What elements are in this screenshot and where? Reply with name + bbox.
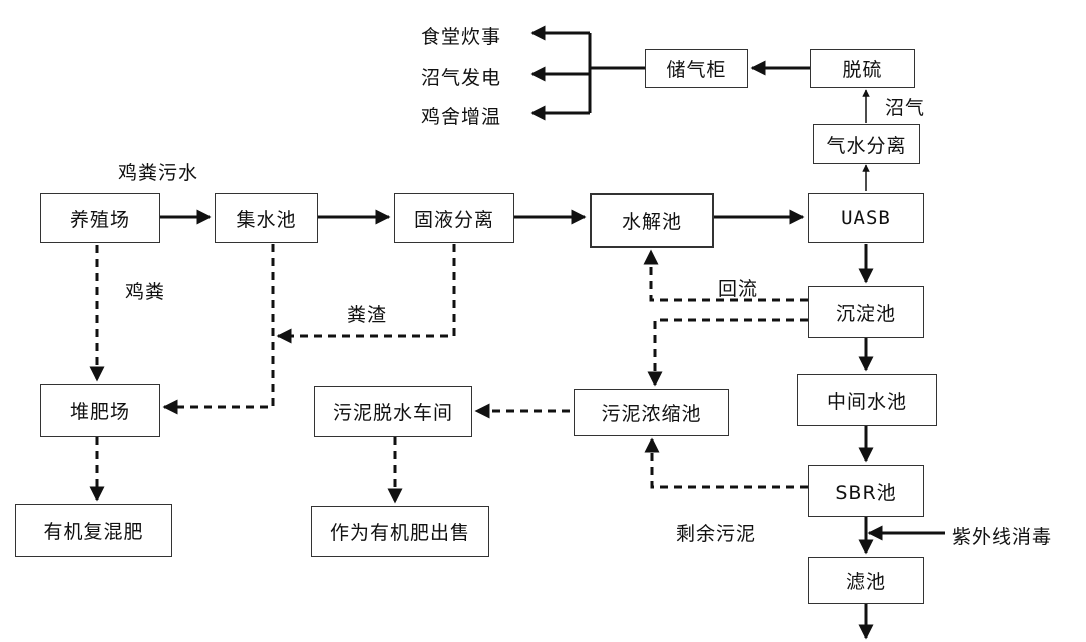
- node-uasb-label: UASB: [841, 207, 891, 229]
- arrow-sbr-excess-sludge: [644, 437, 808, 489]
- use-canteen-cooking: 食堂炊事: [421, 26, 502, 48]
- node-sale-label: 作为有机肥出售: [329, 522, 470, 544]
- arrow-separation-residue: [276, 244, 456, 344]
- node-compost-label: 堆肥场: [69, 401, 130, 423]
- node-hydrolysis-tank: 水解池: [590, 193, 714, 248]
- node-collection-tank-label: 集水池: [236, 208, 297, 231]
- node-desulfurization: 脱硫: [810, 49, 915, 88]
- label-chicken-manure-wastewater: 鸡粪污水: [118, 162, 199, 184]
- node-uasb: UASB: [808, 193, 924, 243]
- node-hydrolysis-label: 水解池: [621, 211, 682, 233]
- node-solid-liquid-separation: 固液分离: [394, 193, 514, 243]
- node-sludge-thickening-tank: 污泥浓缩池: [574, 389, 729, 436]
- label-uv-disinfection: 紫外线消毒: [952, 526, 1053, 548]
- node-compost-yard: 堆肥场: [40, 384, 160, 437]
- label-chicken-manure: 鸡粪: [125, 281, 166, 303]
- node-farm-label: 养殖场: [69, 208, 130, 231]
- node-intermediate-tank: 中间水池: [797, 374, 937, 426]
- arrow-sedimentation-sludge: [647, 318, 808, 387]
- node-farm: 养殖场: [40, 193, 160, 243]
- node-sbr-label: SBR池: [835, 481, 897, 504]
- node-desulfurization-label: 脱硫: [842, 59, 883, 81]
- node-intermediate-label: 中间水池: [826, 390, 907, 413]
- node-organic-compound-fertilizer: 有机复混肥: [15, 504, 172, 557]
- label-biogas: 沼气: [885, 97, 926, 119]
- dashed-flow-arrows: [89, 244, 808, 504]
- node-fertilizer-label: 有机复混肥: [43, 521, 144, 543]
- node-collection-tank: 集水池: [215, 193, 318, 243]
- arrow-collection-to-compost: [162, 244, 275, 415]
- node-sedimentation-tank: 沉淀池: [808, 286, 924, 338]
- node-separation-label: 固液分离: [413, 208, 494, 231]
- node-filter-label: 滤池: [845, 571, 886, 593]
- node-sold-as-organic-fertilizer: 作为有机肥出售: [311, 506, 489, 557]
- node-gaswater-label: 气水分离: [826, 134, 907, 157]
- use-henhouse-heating: 鸡舍增温: [421, 106, 502, 128]
- node-dewatering-label: 污泥脱水车间: [332, 402, 453, 424]
- node-filter-tank: 滤池: [808, 557, 924, 604]
- node-thickening-label: 污泥浓缩池: [601, 403, 702, 425]
- node-gasholder-label: 储气柜: [666, 59, 727, 81]
- solid-flow-arrows: [160, 60, 945, 640]
- node-sedimentation-label: 沉淀池: [835, 302, 896, 325]
- label-excess-sludge: 剩余污泥: [676, 523, 757, 545]
- node-gas-water-separation: 气水分离: [813, 124, 920, 164]
- use-biogas-power: 沼气发电: [421, 67, 502, 89]
- node-gas-holder: 储气柜: [645, 49, 748, 88]
- arrow-reflux: [643, 249, 808, 302]
- label-manure-residue: 粪渣: [347, 304, 388, 326]
- gas-distribution: [530, 25, 645, 121]
- label-reflux: 回流: [718, 278, 759, 300]
- node-sludge-dewatering-room: 污泥脱水车间: [314, 386, 472, 437]
- node-sbr-tank: SBR池: [808, 465, 924, 517]
